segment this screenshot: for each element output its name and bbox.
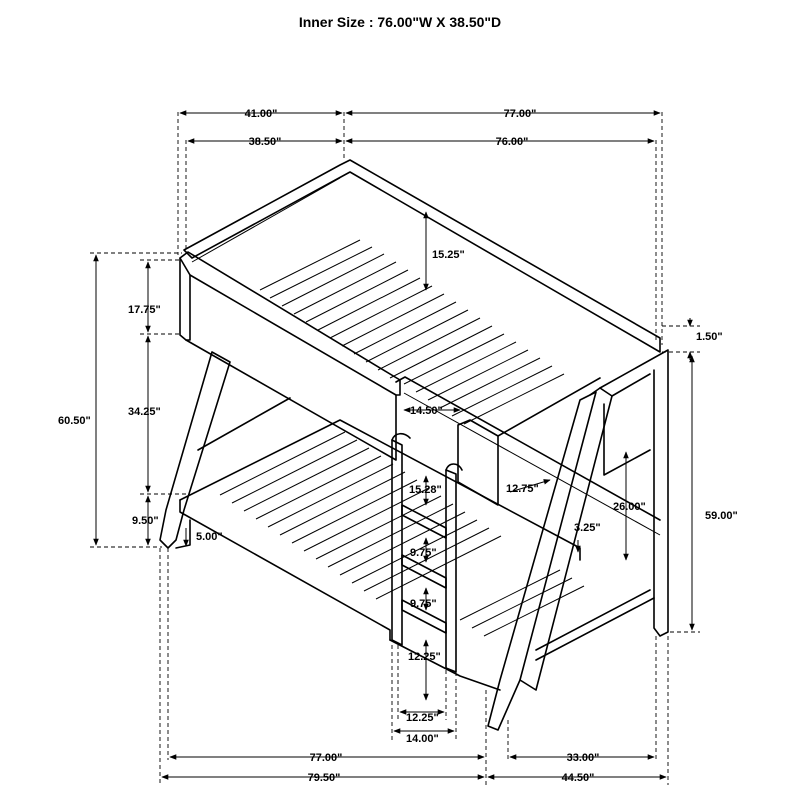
label-top-width-outer: 77.00" bbox=[504, 108, 537, 120]
label-ladder-bottom: 12.25" bbox=[408, 651, 441, 663]
diagram-title: Inner Size : 76.00"W X 38.50"D bbox=[298, 14, 502, 30]
label-ladder-opening: 14.50" bbox=[410, 405, 443, 417]
extension-lines bbox=[90, 112, 700, 785]
label-lower-rail: 9.50" bbox=[132, 515, 159, 527]
label-top-width-inner: 76.00" bbox=[496, 136, 529, 148]
bed-frame bbox=[159, 159, 669, 731]
label-end-height: 59.00" bbox=[705, 510, 738, 522]
label-between-bunks: 34.25" bbox=[128, 406, 161, 418]
label-total-height: 60.50" bbox=[58, 415, 91, 427]
label-ladder-inner-width: 12.25" bbox=[406, 712, 439, 724]
label-ladder-outer-width: 14.00" bbox=[406, 733, 439, 745]
label-side-panel: 12.75" bbox=[506, 483, 539, 495]
label-top-depth-outer: 41.00" bbox=[245, 108, 278, 120]
label-top-cap: 1.50" bbox=[696, 331, 723, 343]
label-bottom-length: 77.00" bbox=[310, 752, 343, 764]
label-ladder-step-1: 9.75" bbox=[410, 547, 437, 559]
label-guardrail-height: 15.25" bbox=[432, 249, 465, 261]
label-bottom-depth: 33.00" bbox=[567, 752, 600, 764]
upper-slats bbox=[259, 239, 565, 425]
label-end-panel-height: 26.00" bbox=[613, 501, 646, 513]
label-foot-offset: 5.00" bbox=[196, 531, 223, 543]
label-top-depth-inner: 38.50" bbox=[249, 136, 282, 148]
label-upper-panel: 17.75" bbox=[128, 304, 161, 316]
label-ladder-step-top: 15.28" bbox=[409, 484, 442, 496]
dimension-labels: 41.00" 77.00" 38.50" 76.00" 15.25" 60.50… bbox=[58, 108, 738, 784]
label-bottom-depth-total: 44.50" bbox=[562, 772, 595, 784]
label-bottom-length-total: 79.50" bbox=[308, 772, 341, 784]
label-ladder-step-2: 9.75" bbox=[410, 598, 437, 610]
label-slat-gap: 3.25" bbox=[574, 522, 601, 534]
dimension-lines bbox=[93, 110, 695, 780]
